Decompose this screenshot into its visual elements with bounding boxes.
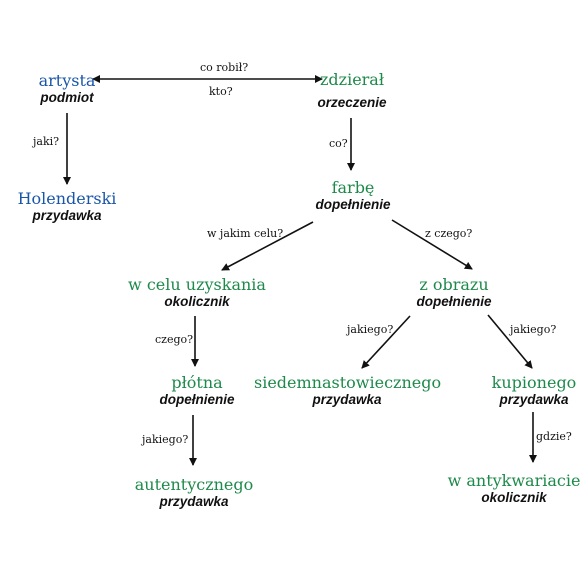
question-jakiego-siedemnasto: jakiego? — [347, 323, 394, 336]
node-w-celu-uzyskania: w celu uzyskania okolicznik — [116, 275, 278, 310]
node-w-antykwariacie: w antykwariacie okolicznik — [444, 471, 580, 506]
node-farbe: farbę dopełnienie — [303, 178, 403, 213]
question-czego: czego? — [155, 333, 194, 346]
node-role: podmiot — [40, 90, 94, 105]
question-jaki: jaki? — [33, 135, 60, 148]
node-role: orzeczenie — [317, 95, 387, 110]
node-role: okolicznik — [481, 490, 547, 505]
node-autentycznego: autentycznego przydawka — [128, 475, 260, 510]
arrow-farbe-z-obrazu — [391, 219, 473, 270]
arrow-z-obrazu-siedemnasto — [361, 315, 411, 369]
node-word: w celu uzyskania — [128, 275, 266, 294]
node-word: w antykwariacie — [447, 471, 580, 490]
question-z-czego: z czego? — [425, 227, 473, 240]
node-word: płótna — [171, 373, 223, 392]
question-gdzie: gdzie? — [536, 430, 572, 443]
question-jakiego-autentycznego: jakiego? — [142, 433, 189, 446]
node-role: przydawka — [32, 208, 102, 223]
node-role: przydawka — [312, 392, 382, 407]
node-kupionego: kupionego przydawka — [482, 373, 580, 408]
node-role: dopełnienie — [416, 294, 492, 309]
node-word: artysta — [38, 71, 96, 90]
node-word: zdzierał — [319, 70, 385, 89]
node-role: dopełnienie — [315, 197, 391, 212]
node-zdzieral: zdzierał orzeczenie — [300, 70, 404, 111]
node-word: kupionego — [491, 373, 577, 392]
node-artysta: artysta podmiot — [14, 71, 120, 106]
node-word: autentycznego — [134, 475, 254, 494]
node-holenderski: Holenderski przydawka — [12, 189, 122, 224]
node-word: farbę — [331, 178, 375, 197]
node-siedemnastowiecznego: siedemnastowiecznego przydawka — [254, 373, 442, 408]
node-role: przydawka — [499, 392, 569, 407]
arrow-z-obrazu-kupionego — [487, 314, 533, 369]
question-co: co? — [329, 137, 348, 150]
node-word: siedemnastowiecznego — [254, 373, 442, 392]
question-kto: kto? — [209, 85, 233, 98]
question-w-jakim-celu: w jakim celu? — [207, 227, 284, 240]
node-role: okolicznik — [164, 294, 230, 309]
question-co-robil: co robił? — [200, 61, 249, 74]
arrow-farbe-w-celu — [221, 221, 314, 271]
node-z-obrazu: z obrazu dopełnienie — [402, 275, 506, 310]
node-plotna: płótna dopełnienie — [146, 373, 248, 408]
node-role: dopełnienie — [159, 392, 235, 407]
node-word: z obrazu — [419, 275, 489, 294]
node-word: Holenderski — [17, 189, 117, 208]
question-jakiego-kupionego: jakiego? — [510, 323, 557, 336]
node-role: przydawka — [159, 494, 229, 509]
